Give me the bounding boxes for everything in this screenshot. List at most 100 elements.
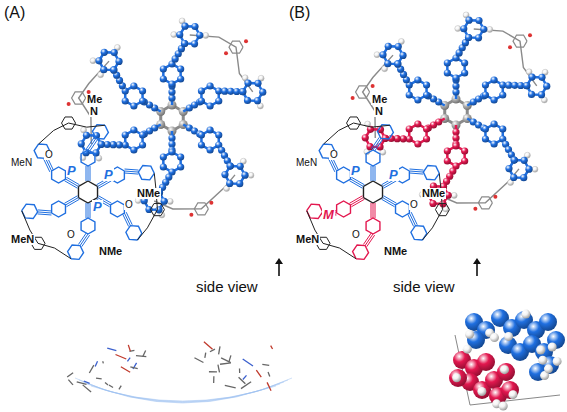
molecule-part: [452, 142, 459, 149]
molecule-part: [451, 192, 457, 198]
molecule-part: [444, 69, 451, 76]
molecule-part: [226, 180, 233, 187]
molecule-part: [480, 26, 487, 33]
molecule-part: [177, 163, 184, 170]
molecule-part: [160, 65, 167, 72]
molecule-part: [139, 131, 146, 138]
molecule-part: [241, 172, 248, 179]
molecule-part: [161, 198, 168, 205]
molecule-part: [177, 65, 184, 72]
molecule-part: [110, 66, 117, 73]
molecule-part: [181, 40, 188, 47]
molecule-part: [414, 120, 421, 127]
molecule-part: [491, 76, 498, 83]
molecule-part: [473, 207, 477, 211]
molecule-part: [219, 346, 220, 354]
molecule-part: [198, 87, 205, 94]
molecule-part: [499, 125, 506, 132]
molecule-part: [538, 74, 545, 81]
atom-label: O: [351, 230, 361, 240]
panel-label: (A): [4, 5, 25, 21]
molecule-part: [127, 358, 130, 362]
molecule-part: [356, 86, 370, 98]
molecule-part: [243, 359, 253, 366]
molecule-part: [262, 364, 269, 366]
atom-label: Me: [371, 94, 388, 105]
molecule-part: [198, 131, 205, 138]
molecule-part: [366, 150, 380, 166]
molecule-part: [491, 140, 498, 147]
molecule-part: [455, 26, 461, 32]
molecule-part: [544, 364, 553, 373]
molecule-part: [508, 390, 517, 399]
molecule-part: [491, 120, 498, 127]
molecule-part: [475, 17, 482, 24]
molecule-part: [198, 97, 205, 104]
molecule-part: [111, 201, 125, 217]
molecule-part: [449, 369, 467, 387]
molecule-part: [39, 123, 69, 144]
molecule-part: [465, 17, 472, 24]
molecule-part: [78, 140, 85, 147]
molecule-part: [371, 84, 375, 88]
molecule-part: [207, 102, 214, 109]
molecule-part: [323, 243, 356, 258]
molecule-part: [111, 49, 118, 56]
molecule-part: [521, 157, 528, 164]
molecule-part: [254, 80, 261, 87]
molecule-part: [259, 89, 266, 96]
molecule-part: [38, 243, 71, 258]
molecule-part: [95, 361, 97, 366]
molecule-part: [409, 173, 423, 174]
molecule-part: [52, 201, 66, 217]
atom-label: MeN: [10, 158, 33, 168]
molecule-part: [528, 74, 535, 81]
molecule-part: [482, 91, 489, 98]
molecule-part: [461, 157, 468, 164]
side-view-wireframe: [67, 342, 292, 403]
molecule-part: [125, 169, 139, 170]
molecule-part: [227, 162, 234, 169]
molecule-part: [168, 80, 175, 87]
molecule-part: [347, 117, 361, 129]
molecule-part: [198, 141, 205, 148]
molecule-part: [399, 52, 406, 59]
molecule-part: [90, 166, 91, 181]
molecule-part: [543, 83, 550, 90]
atom-label: P: [66, 164, 77, 177]
molecule-part: [221, 171, 228, 178]
molecule-part: [487, 26, 493, 32]
molecule-part: [476, 263, 478, 276]
molecule-part: [373, 166, 374, 181]
molecule-part: [225, 385, 236, 387]
molecule-part: [423, 125, 430, 132]
molecule-part: [523, 82, 530, 89]
molecule-part: [190, 35, 253, 92]
molecule-part: [505, 165, 512, 172]
molecule-part: [194, 203, 208, 215]
molecule-part: [239, 88, 246, 95]
molecule-part: [444, 157, 451, 164]
molecule-part: [138, 165, 154, 179]
molecule-part: [414, 140, 421, 147]
molecule-part: [475, 34, 482, 41]
molecule-part: [105, 383, 108, 385]
molecule-part: [465, 34, 472, 41]
molecule-part: [81, 218, 95, 234]
molecule-part: [366, 218, 380, 234]
molecule-part: [239, 368, 240, 373]
molecule-part: [115, 58, 122, 65]
molecule-part: [396, 201, 410, 217]
molecule-part: [227, 162, 234, 169]
molecule-part: [474, 29, 537, 86]
view-arrow: [473, 258, 481, 276]
molecule-part: [116, 354, 127, 359]
top-view-model: [351, 12, 551, 212]
molecule-part: [224, 51, 228, 55]
molecule-part: [139, 87, 146, 94]
top-view-model: [67, 18, 267, 218]
molecule-part: [477, 353, 495, 371]
molecule-part: [423, 135, 430, 142]
molecule-part: [465, 34, 472, 41]
molecule-part: [209, 201, 213, 205]
